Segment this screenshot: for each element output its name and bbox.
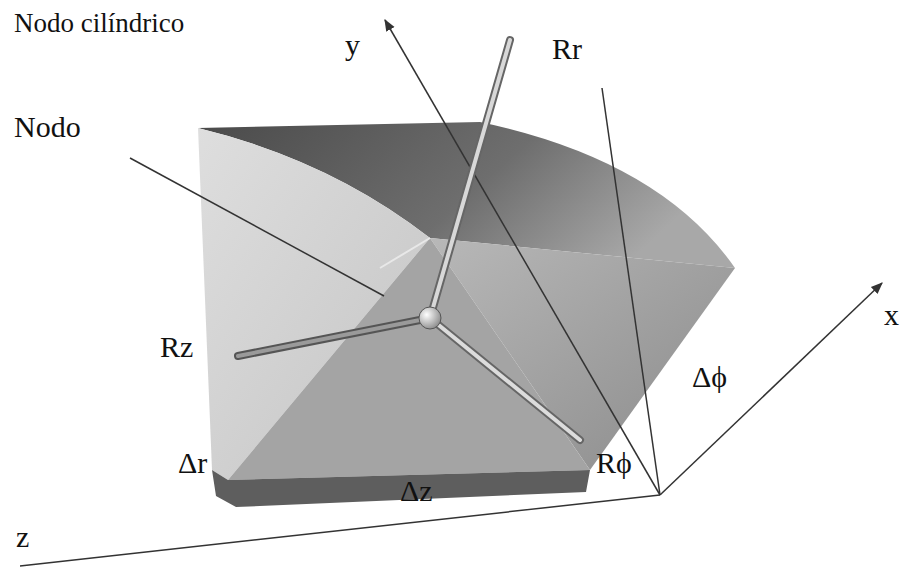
- rz-rod: [238, 318, 430, 356]
- x-axis: [660, 283, 882, 495]
- dimension-label: Δr: [178, 448, 207, 478]
- rr-rod: [430, 40, 510, 318]
- bottom-face: [212, 470, 590, 507]
- axis-label: y: [345, 30, 360, 60]
- angle-label: Δϕ: [692, 362, 727, 392]
- axis-label: z: [16, 522, 29, 552]
- diagram-title: Nodo cilíndrico: [14, 10, 184, 37]
- node-label: Nodo: [14, 112, 81, 142]
- axis-label: x: [884, 300, 899, 330]
- node-sphere: [419, 307, 441, 329]
- rphi-rod: [430, 318, 580, 440]
- leader-line: [130, 158, 384, 296]
- y-axis: [385, 20, 660, 495]
- rod-label: Rz: [160, 332, 193, 362]
- lower-face: [228, 238, 590, 480]
- z-axis: [20, 495, 660, 566]
- rod-label: Rr: [552, 34, 582, 64]
- dimension-label: Δz: [400, 476, 433, 506]
- rod-label: Rϕ: [596, 448, 632, 478]
- radial-line: [602, 88, 660, 495]
